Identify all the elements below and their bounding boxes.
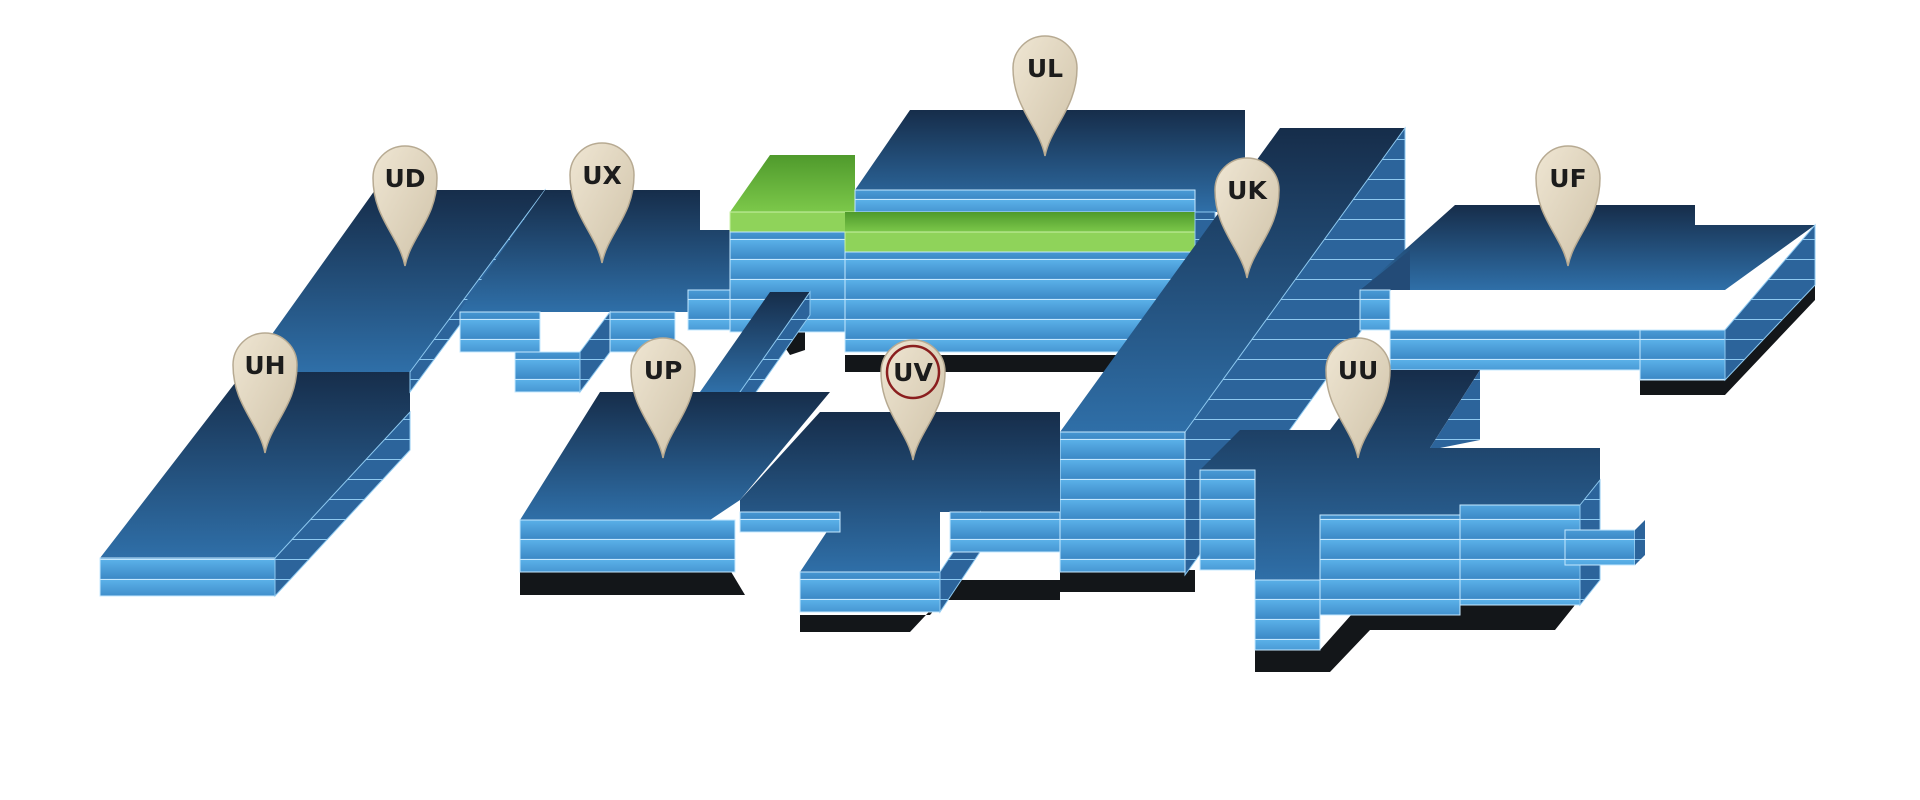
map-pins: UD UX UL UK UF UH UP UV UU [232, 35, 1601, 461]
map-pin-ux[interactable]: UX [569, 142, 635, 264]
map-pin-label: UH [244, 351, 285, 380]
map-pin-icon [1012, 35, 1078, 157]
map-pin-uh[interactable]: UH [232, 332, 298, 454]
map-pin-label: UP [644, 356, 683, 385]
map-pin-icon [1214, 157, 1280, 279]
map-pin-icon [372, 145, 438, 267]
building-uh [99, 370, 411, 598]
map-pin-label: UK [1227, 176, 1268, 205]
map-pin-uv[interactable]: UV [880, 339, 946, 461]
selected-ring [885, 344, 941, 400]
map-pin-label: UL [1027, 54, 1063, 83]
building-uv [739, 412, 1061, 614]
map-pin-icon [880, 339, 946, 461]
map-pin-icon [1535, 145, 1601, 267]
map-pin-uk[interactable]: UK [1214, 157, 1280, 279]
map-pin-icon [569, 142, 635, 264]
map-pin-ud[interactable]: UD [372, 145, 438, 267]
map-pin-ul[interactable]: UL [1012, 35, 1078, 157]
building-up [519, 392, 830, 573]
map-pin-label: UU [1338, 356, 1379, 385]
map-pin-uf[interactable]: UF [1535, 145, 1601, 267]
map-pin-label: UV [893, 358, 933, 387]
building-ul [729, 110, 1245, 354]
map-pin-icon [1325, 337, 1391, 459]
map-pin-up[interactable]: UP [630, 337, 696, 459]
map-pin-label: UX [582, 161, 622, 190]
map-pin-label: UF [1549, 164, 1586, 193]
building-uu [1199, 370, 1645, 651]
building-uf [1359, 205, 1816, 382]
map-pin-label: UD [384, 164, 425, 193]
map-pin-icon [232, 332, 298, 454]
map-pin-icon [630, 337, 696, 459]
map-pin-uu[interactable]: UU [1325, 337, 1391, 459]
